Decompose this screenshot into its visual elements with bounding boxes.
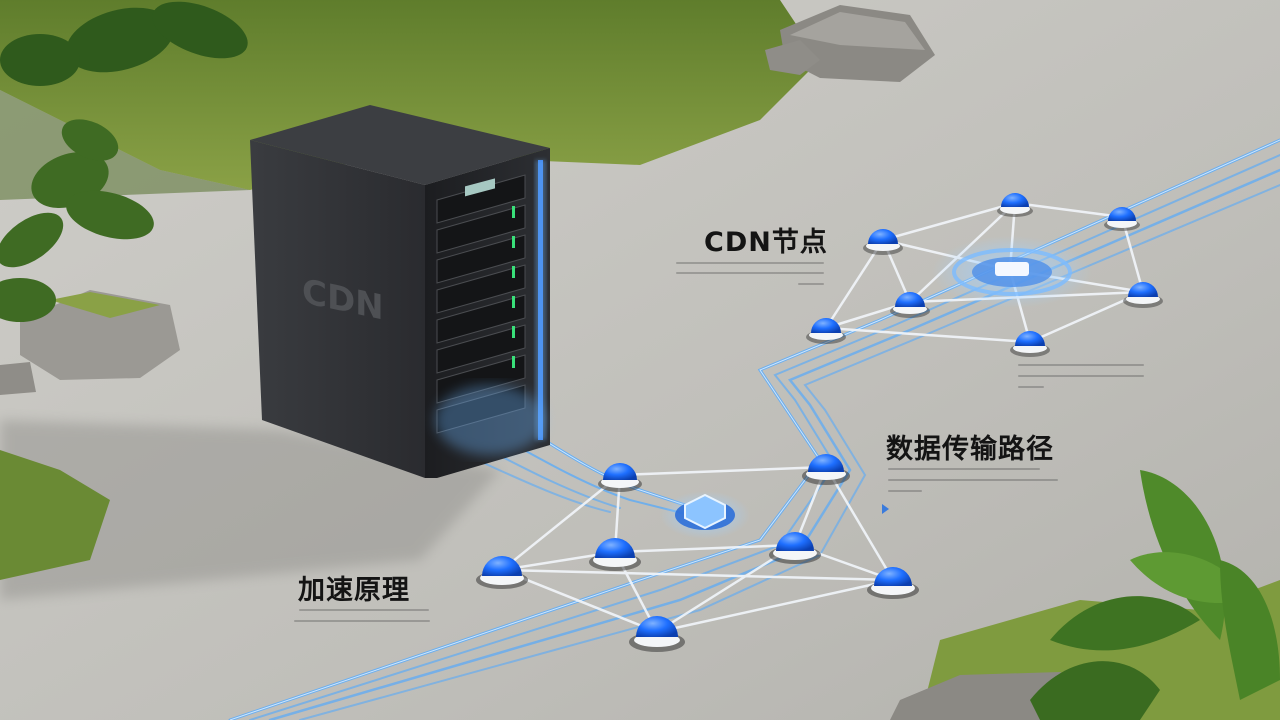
server-rack-icon	[250, 105, 550, 478]
network-node-icon	[997, 193, 1033, 217]
rock-left	[20, 290, 180, 380]
network-node-icon	[863, 229, 903, 255]
label-acceleration: 加速原理	[298, 575, 410, 606]
network-node-icon	[867, 567, 919, 599]
label-cdn-nodes: CDN节点	[704, 227, 828, 258]
network-node-icon	[629, 616, 685, 652]
network-node-icon	[806, 318, 846, 344]
network-node-icon	[769, 532, 821, 564]
hub-chip-icon-top	[932, 236, 1092, 308]
network-nodes-bottom	[476, 454, 919, 652]
hub-chip-icon-bottom	[660, 491, 750, 539]
network-node-icon	[589, 538, 641, 571]
plant-top	[0, 1, 248, 86]
play-caret-icon	[882, 504, 889, 514]
plant-bottom-right	[1030, 470, 1280, 720]
network-node-icon	[476, 556, 528, 589]
network-node-icon	[1010, 331, 1050, 357]
label-data-path: 数据传输路径	[886, 434, 1054, 465]
server-shadow	[0, 420, 500, 600]
network-node-icon	[1104, 207, 1140, 231]
plant-left	[0, 119, 154, 322]
network-node-icon	[890, 292, 930, 318]
network-node-icon	[1123, 282, 1163, 308]
grass-patch-left	[0, 450, 110, 580]
network-node-icon	[802, 454, 850, 485]
network-node-icon	[598, 463, 642, 492]
network-nodes-top	[806, 193, 1163, 357]
